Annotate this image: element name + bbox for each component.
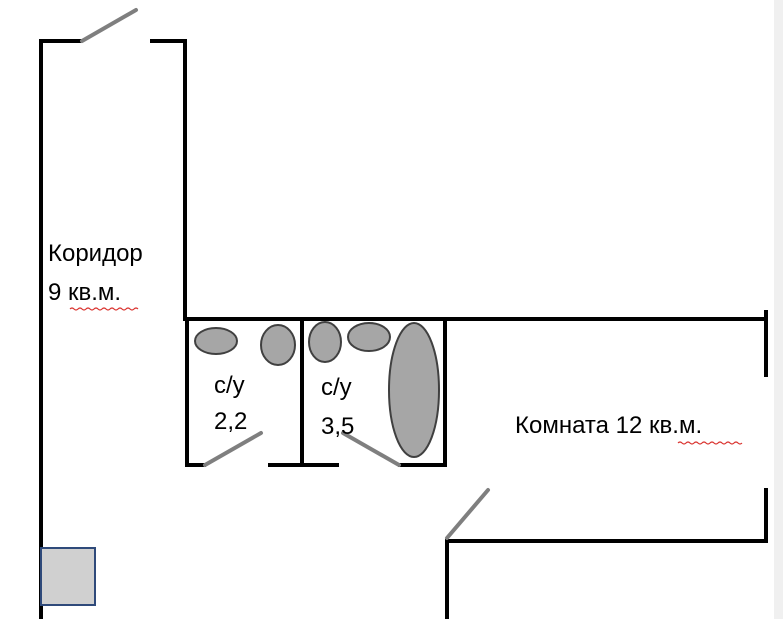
bathroom-1-area-label: 2,2: [214, 408, 247, 435]
corridor-name-label: Коридор: [48, 240, 143, 267]
right-edge-strip: [774, 0, 783, 619]
corridor-area-spellcheck-underline: [69, 307, 139, 311]
toilet-2-icon: [308, 321, 342, 363]
bathroom-1-name-label: с/у: [214, 372, 245, 399]
bathroom-1-door: [203, 431, 263, 467]
sink-2-icon: [347, 322, 391, 352]
fixtures: [194, 321, 440, 458]
toilet-1-icon: [260, 324, 296, 366]
corridor-entrance-door: [80, 8, 138, 43]
room-area-spellcheck-underline: [677, 441, 743, 445]
room-door: [445, 488, 490, 540]
sink-1-icon: [194, 327, 238, 355]
corridor-area-label: 9 кв.м.: [48, 279, 121, 306]
room-area-unit: кв.м.: [649, 412, 702, 439]
walls: [39, 39, 768, 619]
bathroom-2-name-label: с/у: [321, 374, 352, 401]
bathtub-icon: [388, 322, 440, 458]
room-label: Комната 12 кв.м.: [515, 412, 702, 439]
room-area-value: 12: [616, 412, 643, 439]
bathroom-2-area-label: 3,5: [321, 413, 354, 440]
bathroom-2-door: [341, 431, 401, 467]
corridor-square-block: [40, 547, 96, 606]
room-name-label: Комната: [515, 412, 610, 439]
doors: [80, 8, 490, 540]
